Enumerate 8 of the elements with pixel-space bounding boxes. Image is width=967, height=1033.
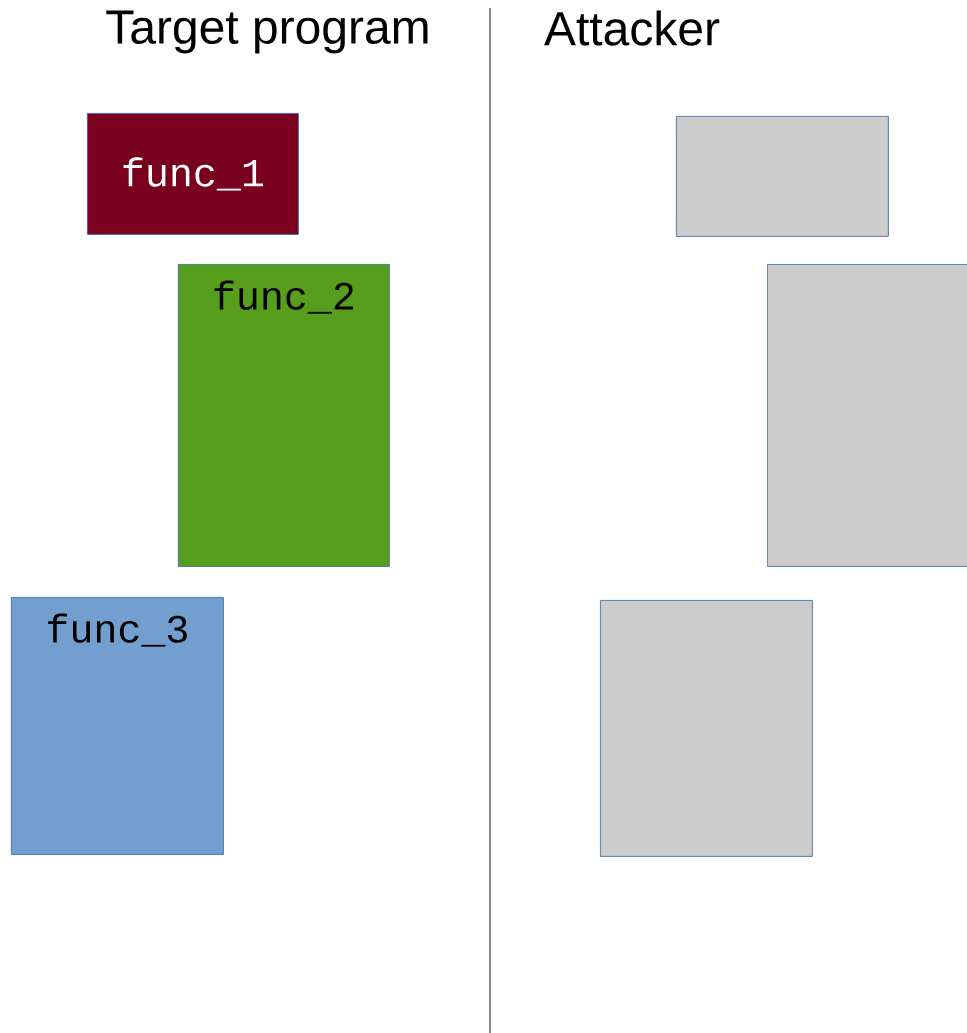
empty-box: [676, 116, 889, 237]
function-box: func_2: [178, 264, 390, 567]
column-heading: Target program: [106, 10, 428, 54]
column-heading: Attacker: [544, 10, 720, 46]
function-box: func_3: [11, 597, 224, 855]
empty-box: [600, 600, 813, 857]
empty-box: [767, 264, 967, 567]
function-box: func_1: [87, 113, 299, 235]
